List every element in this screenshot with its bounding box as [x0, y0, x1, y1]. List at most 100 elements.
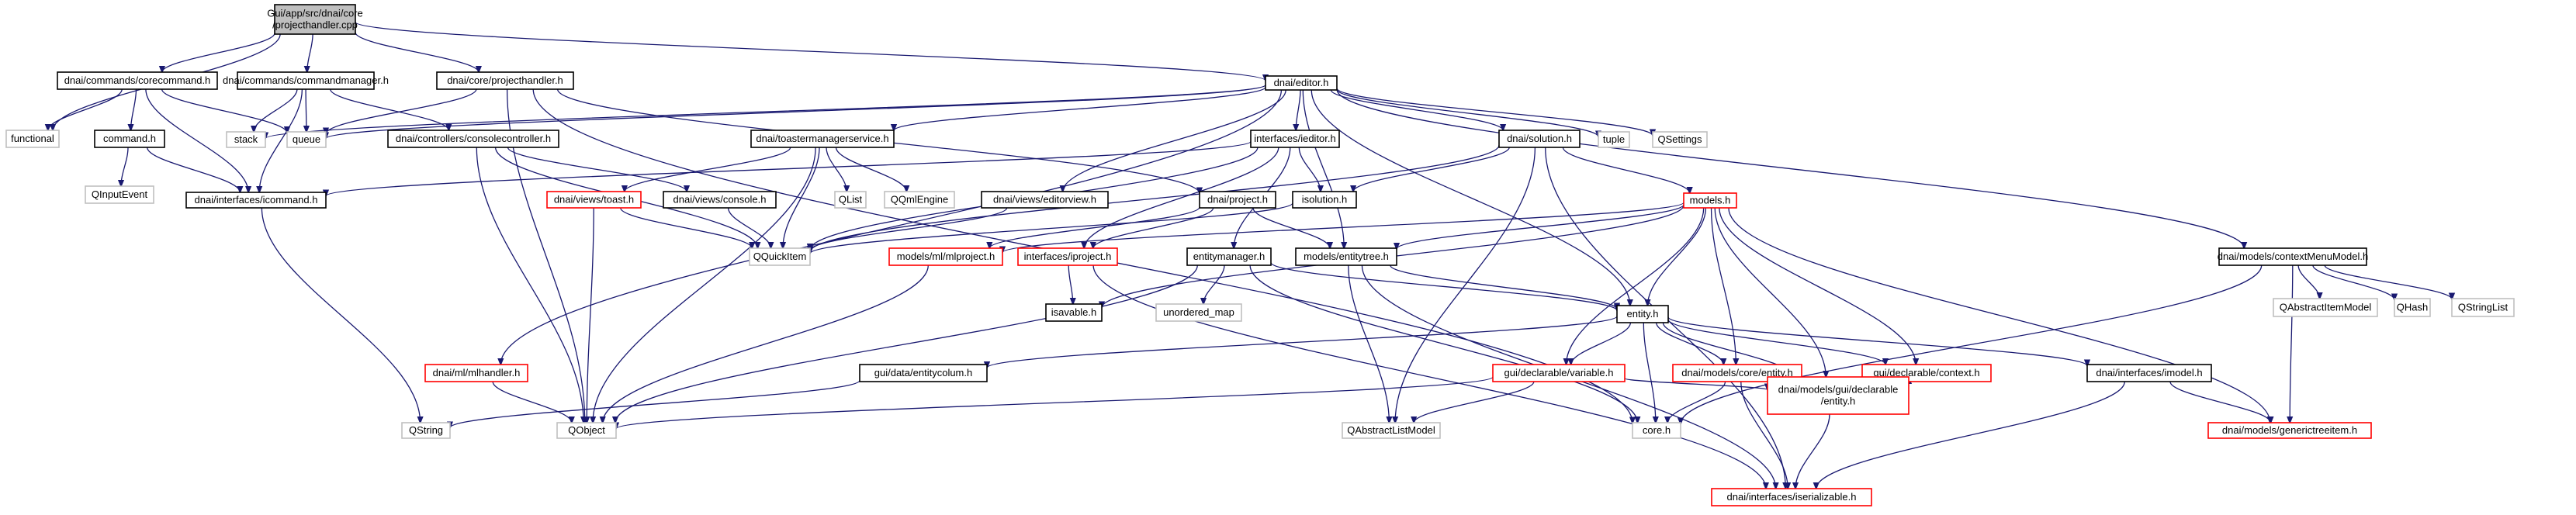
edge-toastermanagerservice-to-toast — [625, 147, 791, 192]
edge-imodel-to-iserializable — [1816, 381, 2125, 489]
edge-entitytree-to-entity — [1390, 264, 1617, 309]
node-toastermanagerservice[interactable]: dnai/toastermanagerservice.h — [750, 130, 895, 148]
edge-corecommand-to-functional — [48, 88, 123, 130]
node-corecommand[interactable]: dnai/commands/corecommand.h — [57, 71, 218, 90]
node-imodel[interactable]: dnai/interfaces/imodel.h — [2086, 364, 2212, 382]
node-box-iserializable — [1711, 488, 1872, 506]
node-toast[interactable]: dnai/views/toast.h — [546, 191, 642, 209]
node-label-isolution: isolution.h — [1302, 194, 1348, 206]
node-iserializable[interactable]: dnai/interfaces/iserializable.h — [1711, 488, 1872, 506]
edge-corecommand-to-command — [131, 88, 137, 130]
node-label-tuple: tuple — [1603, 133, 1625, 145]
node-label-root: Gui/app/src/dnai/core — [267, 8, 363, 19]
node-label-qinputevent: QInputEvent — [92, 188, 148, 200]
edge-coreentity-to-core — [1667, 381, 1726, 423]
edge-mlhandler-to-qobject — [492, 381, 572, 423]
node-mlproject[interactable]: models/ml/mlproject.h — [888, 247, 1003, 266]
node-label-generictreeitem: dnai/models/generictreeitem.h — [2222, 424, 2357, 436]
node-variable[interactable]: gui/declarable/variable.h — [1492, 364, 1626, 382]
edge-icommand-to-qstring — [261, 207, 420, 423]
node-unordered_map: unordered_map — [1155, 303, 1242, 322]
node-label-icommand: dnai/interfaces/icommand.h — [195, 194, 318, 206]
node-models[interactable]: models.h — [1683, 192, 1737, 209]
node-icommand[interactable]: dnai/interfaces/icommand.h — [185, 192, 327, 209]
edge-entitycolum-to-qstring — [450, 379, 860, 428]
edge-editor-to-entity — [1311, 89, 1630, 306]
node-label-context: gui/declarable/context.h — [1873, 367, 1979, 378]
node-label-functional: functional — [11, 133, 54, 144]
edge-coreentity-to-iserializable — [1740, 381, 1788, 489]
node-label-core: core.h — [1643, 424, 1671, 436]
node-box-contextmenumodel — [2218, 247, 2367, 266]
edge-command-to-icommand — [147, 147, 241, 192]
node-isolution[interactable]: isolution.h — [1292, 191, 1357, 209]
node-label-commandmanager: dnai/commands/commandmanager.h — [223, 74, 389, 86]
node-projecthandler[interactable]: dnai/core/projecthandler.h — [436, 71, 574, 90]
node-command[interactable]: command.h — [94, 130, 165, 148]
node-label-entity: entity.h — [1627, 308, 1659, 320]
node-box-qqmlengine — [884, 191, 955, 209]
edge-editor-to-contextmenumodel — [1336, 89, 2244, 248]
node-box-stack — [226, 131, 266, 148]
node-qabstractlistmodel: QAbstractListModel — [1342, 422, 1441, 439]
node-label-project: dnai/project.h — [1207, 194, 1268, 206]
edge-editorview-to-qquickitem — [810, 207, 1008, 251]
edge-corecommand-to-icommand — [145, 88, 248, 192]
node-ieditor[interactable]: interfaces/ieditor.h — [1250, 130, 1340, 148]
node-box-projecthandler — [436, 71, 574, 90]
node-iproject[interactable]: interfaces/iproject.h — [1017, 247, 1118, 266]
node-box-qsettings — [1652, 131, 1708, 148]
edge-entitymanager-to-qobject — [615, 264, 1198, 423]
node-generictreeitem[interactable]: dnai/models/generictreeitem.h — [2207, 422, 2372, 439]
edge-editor-to-qsettings — [1336, 88, 1653, 136]
edge-models-to-guientity — [1714, 207, 1826, 377]
node-entitycolum[interactable]: gui/data/entitycolum.h — [859, 364, 988, 382]
node-box-functional — [5, 130, 60, 148]
edge-editor-to-toastermanagerservice — [894, 86, 1266, 130]
edge-imodel-to-generictreeitem — [2169, 381, 2271, 423]
node-label-mlproject: models/ml/mlproject.h — [897, 251, 995, 262]
node-label-iserializable: dnai/interfaces/iserializable.h — [1727, 491, 1857, 503]
node-mlhandler[interactable]: dnai/ml/mlhandler.h — [424, 364, 528, 382]
node-entitytree[interactable]: models/entitytree.h — [1295, 247, 1397, 266]
node-box-tuple — [1598, 131, 1630, 148]
node-console[interactable]: dnai/views/console.h — [663, 191, 777, 209]
node-label-unordered_map: unordered_map — [1163, 306, 1234, 318]
node-editorview[interactable]: dnai/views/editorview.h — [981, 191, 1109, 209]
node-label-queue: queue — [293, 133, 320, 145]
edge-contextmenumodel-to-qabstractitemmodel — [2297, 264, 2320, 299]
edge-ieditor-to-iproject — [1084, 147, 1279, 248]
edge-project-to-entitytree — [1252, 207, 1330, 248]
edge-models-to-variable — [1567, 207, 1705, 365]
node-qqmlengine: QQmlEngine — [884, 191, 955, 209]
node-isavable[interactable]: isavable.h — [1045, 303, 1103, 322]
edge-editor-to-entitytree — [1302, 89, 1344, 248]
node-label-editorview: dnai/views/editorview.h — [993, 194, 1096, 206]
node-box-mlproject — [888, 247, 1003, 266]
node-consolecontroller[interactable]: dnai/controllers/consolecontroller.h — [387, 130, 559, 148]
node-guientity[interactable]: dnai/models/gui/declarable/entity.h — [1767, 376, 1909, 415]
edge-models-to-coreentity — [1710, 207, 1736, 365]
node-contextmenumodel[interactable]: dnai/models/contextMenuModel.h — [2218, 247, 2368, 266]
node-commandmanager[interactable]: dnai/commands/commandmanager.h — [223, 71, 389, 90]
node-label-stack: stack — [234, 133, 258, 145]
edge-iproject-to-isavable — [1068, 264, 1073, 304]
edge-models-to-entitytree — [1397, 204, 1684, 249]
node-label-qstring: QString — [409, 424, 443, 436]
node-label-imodel: dnai/interfaces/imodel.h — [2096, 367, 2202, 378]
edge-guientity-to-iserializable — [1795, 413, 1830, 489]
edge-models-to-entity — [1648, 207, 1707, 306]
node-root[interactable]: Gui/app/src/dnai/core/projecthandler.cpp — [267, 4, 363, 35]
node-solution[interactable]: dnai/solution.h — [1498, 130, 1581, 148]
node-box-command — [94, 130, 165, 148]
edge-toastermanagerservice-to-qlist — [826, 147, 847, 192]
node-box-toast — [546, 191, 642, 209]
node-box-solution — [1498, 130, 1581, 148]
node-entity[interactable]: entity.h — [1616, 305, 1669, 323]
node-editor[interactable]: dnai/editor.h — [1265, 75, 1338, 91]
node-coreentity[interactable]: dnai/models/core/entity.h — [1672, 364, 1802, 382]
node-entitymanager[interactable]: entitymanager.h — [1186, 247, 1272, 266]
node-project[interactable]: dnai/project.h — [1199, 191, 1276, 209]
edge-toast-to-qobject — [587, 207, 594, 423]
